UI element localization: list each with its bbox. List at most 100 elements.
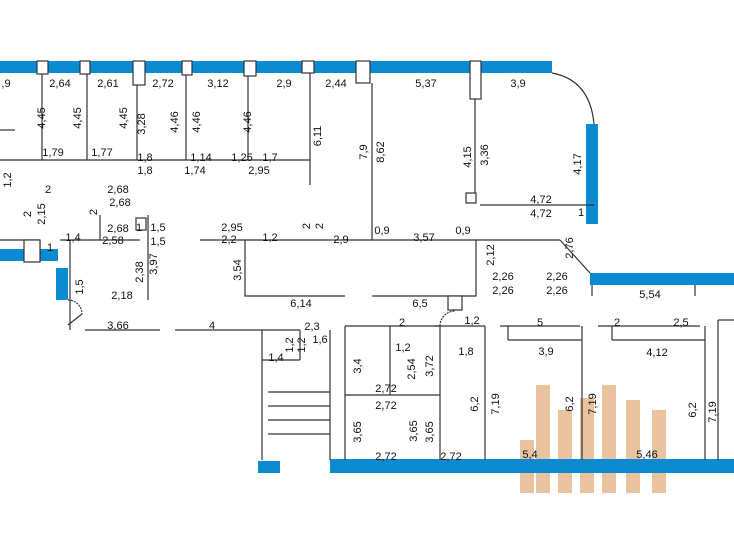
dimension-label: 1,25 <box>231 152 252 164</box>
dimension-label: 2 <box>614 317 620 329</box>
dimension-label: 2 <box>88 209 100 215</box>
dimension-label: 2 <box>301 223 313 229</box>
dimension-label: 7,19 <box>490 393 502 414</box>
dimension-label: 2,3 <box>304 321 319 333</box>
dimension-label: 2,68 <box>107 184 128 196</box>
dimension-label: 5,46 <box>636 449 657 461</box>
dimension-label: 5,4 <box>522 449 537 461</box>
dimension-label: 2,38 <box>134 261 146 282</box>
dimension-label: 1 <box>136 222 142 234</box>
dimension-label: 4,15 <box>462 146 474 167</box>
dimension-label: 6,2 <box>687 402 699 417</box>
dimension-label: 2,15 <box>36 203 48 224</box>
dimension-label: 2,72 <box>375 383 396 395</box>
dimension-label: 1,77 <box>91 147 112 159</box>
dimension-label: 2,72 <box>440 451 461 463</box>
dimension-label: 7,19 <box>707 401 719 422</box>
dimension-label: 6,14 <box>290 298 311 310</box>
dimension-label: 1,2 <box>296 337 308 352</box>
dimension-label: 2,68 <box>109 197 130 209</box>
dimension-label: 1,5 <box>74 279 86 294</box>
dimension-label: 0,9 <box>455 225 470 237</box>
dimension-label: 4,45 <box>118 107 130 128</box>
dimension-label: 1,6 <box>312 334 327 346</box>
dimension-label: 2,72 <box>375 451 396 463</box>
dimension-label: 7,19 <box>587 393 599 414</box>
dimension-label: 1,2 <box>262 232 277 244</box>
dimension-label: 2,54 <box>406 358 418 379</box>
dimension-label: 7,9 <box>358 144 370 159</box>
dimension-label: 4 <box>209 320 215 332</box>
dimension-label: 1,14 <box>190 152 211 164</box>
dimension-label: 1 <box>578 207 584 219</box>
dimension-label: 3,54 <box>232 259 244 280</box>
dimension-label: 2,72 <box>375 400 396 412</box>
dimension-label: 6,11 <box>312 126 324 147</box>
dimension-label: 2,26 <box>546 271 567 283</box>
dimension-label: 1,5 <box>150 222 165 234</box>
dimension-label: 1,2 <box>464 315 479 327</box>
dimension-label: 3,65 <box>424 421 436 442</box>
dimension-label: 4,46 <box>242 111 254 132</box>
dimension-label: 2,2 <box>221 234 236 246</box>
dimension-label: 2,68 <box>107 223 128 235</box>
dimension-label: 8,62 <box>375 141 387 162</box>
dimension-label: 2,18 <box>111 290 132 302</box>
dimension-label: 4,72 <box>530 208 551 220</box>
dimension-label: 3,72 <box>424 355 436 376</box>
dimension-label: 5,54 <box>639 289 660 301</box>
dimension-label: 3,28 <box>136 113 148 134</box>
windows <box>0 61 734 473</box>
dimension-label: 2 <box>45 184 51 196</box>
dimension-label: 3,12 <box>207 78 228 90</box>
dimension-label: 2,9 <box>333 234 348 246</box>
walls <box>0 60 734 460</box>
dimension-label: 3,65 <box>352 421 364 442</box>
dimension-label: 3,9 <box>538 346 553 358</box>
dimension-label: 6,5 <box>412 298 427 310</box>
dimension-label: 1,7 <box>262 152 277 164</box>
dimension-label: 2,58 <box>102 235 123 247</box>
dimension-label: 2,72 <box>152 78 173 90</box>
dimension-label: 2,26 <box>492 271 513 283</box>
dimension-label: 3,4 <box>352 358 364 373</box>
dimension-label: 1,8 <box>137 165 152 177</box>
dimension-label: 0,9 <box>374 225 389 237</box>
dimension-label: 3,36 <box>479 144 491 165</box>
dimension-label: 1,2 <box>395 342 410 354</box>
dimension-label: 3,66 <box>107 320 128 332</box>
dimension-label: 4,45 <box>72 107 84 128</box>
dimension-label: 2,64 <box>49 78 70 90</box>
dimension-label: 4,17 <box>572 153 584 174</box>
dimension-label: 5,37 <box>415 78 436 90</box>
dimension-label: 1 <box>47 242 53 254</box>
dimension-label: 1,5 <box>150 236 165 248</box>
dimension-label: 1,8 <box>137 152 152 164</box>
dimension-label: 1,8 <box>458 346 473 358</box>
dimension-label: 2,95 <box>221 222 242 234</box>
dimension-label: 6,2 <box>564 396 576 411</box>
dimension-label: 2,44 <box>325 78 346 90</box>
dimension-label: 2,26 <box>492 285 513 297</box>
dimension-label: ,9 <box>1 78 10 90</box>
dimension-label: 2 <box>314 223 326 229</box>
dimension-label: 2,76 <box>564 237 576 258</box>
dimension-label: 1,4 <box>65 232 80 244</box>
dimension-label: 1,2 <box>2 172 14 187</box>
dimension-label: 6,2 <box>469 396 481 411</box>
dimension-label: 1,4 <box>268 352 283 364</box>
dimension-label: 4,46 <box>169 111 181 132</box>
dimension-label: 2,95 <box>248 165 269 177</box>
dimension-label: 3,57 <box>413 232 434 244</box>
dimension-label: 1,79 <box>42 147 63 159</box>
dimension-label: 2,12 <box>485 244 497 265</box>
dimension-label: 2 <box>22 211 34 217</box>
dimension-label: 2,5 <box>673 317 688 329</box>
dimension-label: 3,65 <box>408 420 420 441</box>
dimension-label: 4,46 <box>191 111 203 132</box>
dimension-label: 1,2 <box>284 337 296 352</box>
dimension-label: 4,72 <box>530 194 551 206</box>
